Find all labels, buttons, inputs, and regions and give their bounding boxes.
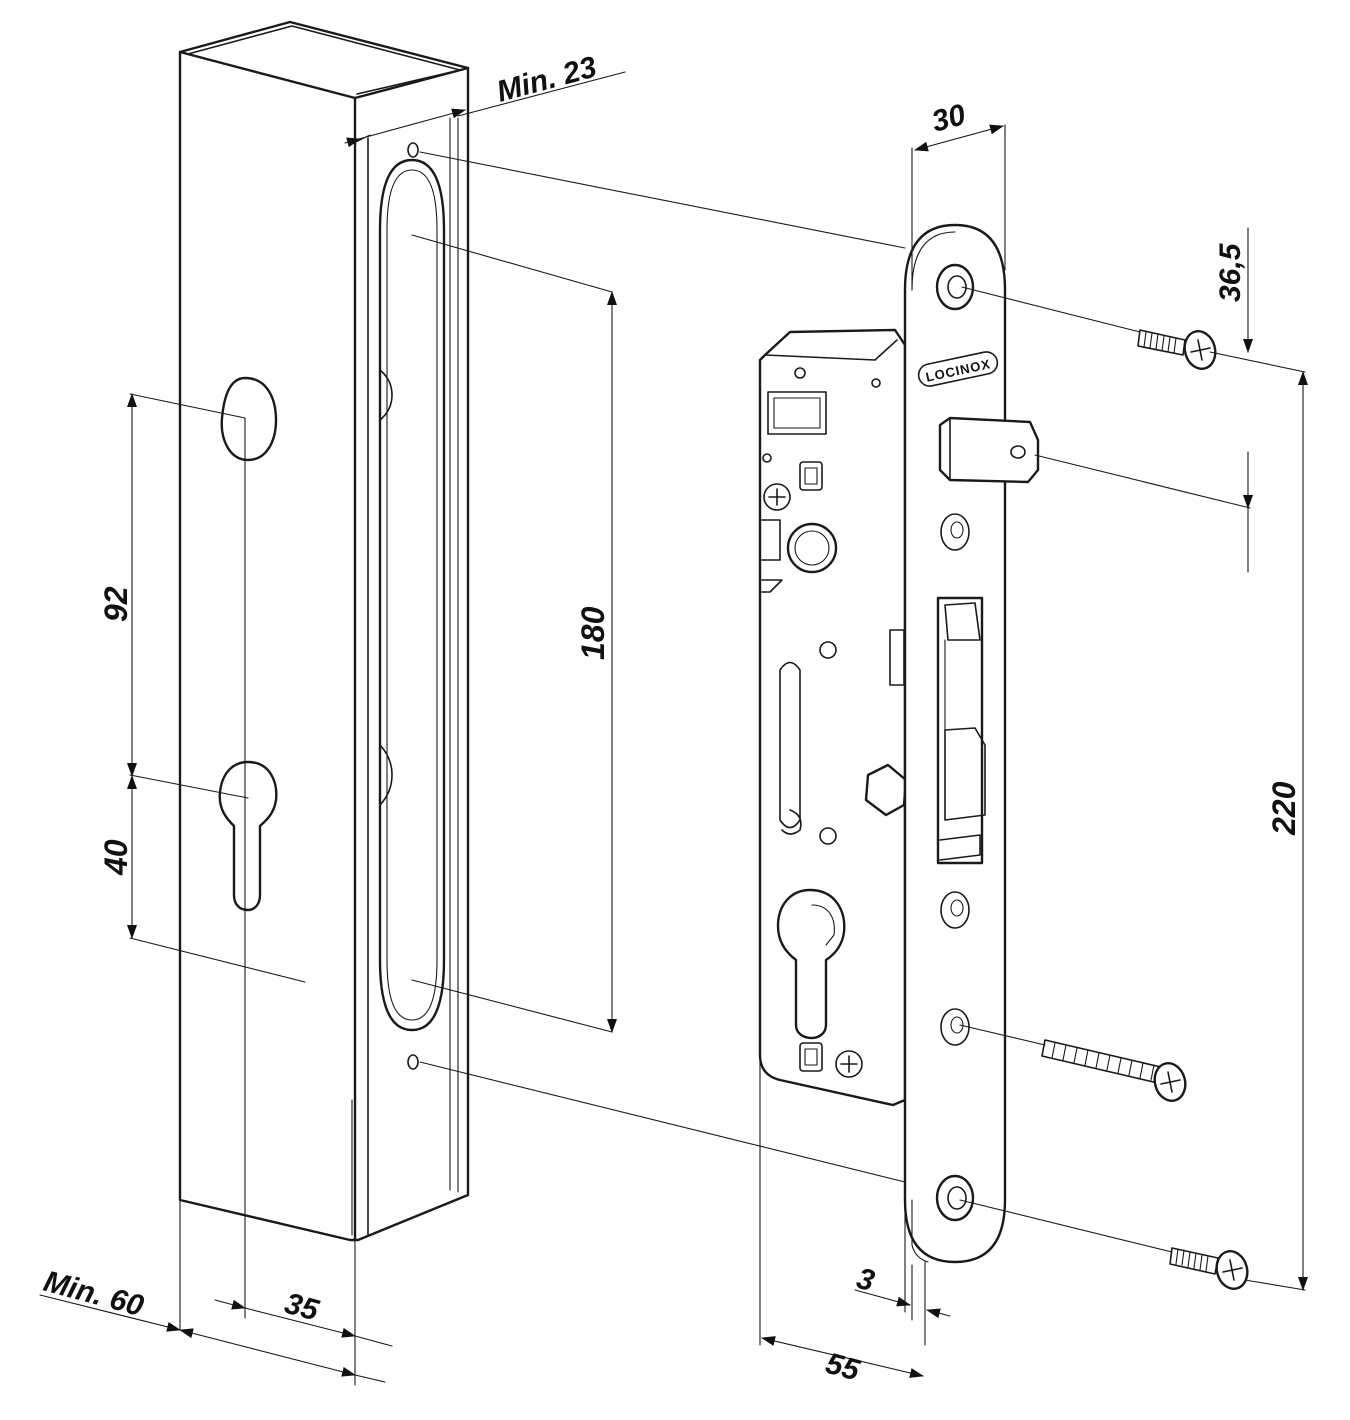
oval-slot: [378, 158, 446, 1032]
fixing-hole-bottom: [407, 1054, 419, 1070]
dimension-lines: [39, 108, 1308, 1383]
latch-bolt: [936, 596, 986, 865]
cylinder-hole: [218, 760, 278, 912]
fixing-hole-top: [407, 142, 419, 158]
dim-30: 30: [928, 98, 969, 139]
screw-short-bottom: [1169, 1247, 1249, 1290]
dim-min-23: Min. 23: [493, 50, 600, 108]
lock-cylinder-opening: [776, 888, 846, 1040]
handle-hole: [220, 376, 278, 462]
dim-min-60: Min. 60: [40, 1265, 147, 1323]
dim-180: 180: [575, 606, 611, 660]
alignment-lines: [129, 71, 1306, 1386]
dim-36-5: 36,5: [1214, 242, 1247, 302]
dim-220: 220: [1266, 781, 1302, 836]
dim-3: 3: [853, 1262, 878, 1298]
square-tube-post: [178, 20, 470, 1319]
dim-92: 92: [98, 586, 134, 622]
deadbolt: [938, 416, 1040, 484]
faceplate-screw-hole-top: [935, 263, 975, 311]
follower-hub: [786, 522, 838, 574]
dimension-labels: Min. 23 30 36,5 220 180 92 40 Min. 60 35…: [40, 50, 1302, 1387]
screw-short-top: [1137, 329, 1217, 370]
dim-55: 55: [822, 1347, 864, 1388]
faceplate: LOCINOX: [903, 223, 1040, 1264]
dim-40: 40: [98, 839, 134, 876]
mortise-lock-body: [758, 328, 908, 1341]
dim-35: 35: [281, 1287, 323, 1328]
screw-long: [1041, 1039, 1187, 1102]
faceplate-screw-hole-bottom: [935, 1174, 975, 1222]
faceplate-screw-hole-mid2: [940, 891, 970, 929]
faceplate-screw-hole-mid1: [940, 513, 970, 551]
